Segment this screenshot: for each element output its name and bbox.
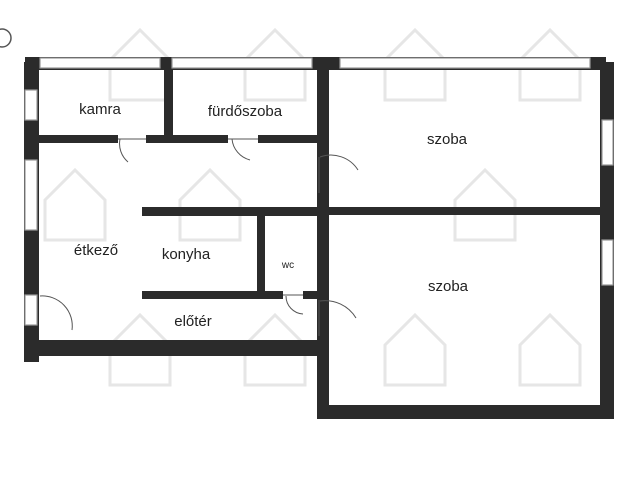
- room-label-eloter: előtér: [174, 313, 212, 330]
- wall: [303, 291, 323, 299]
- watermark-house-icon: [453, 167, 517, 242]
- window: [601, 119, 614, 166]
- wall: [317, 210, 329, 415]
- wall: [146, 135, 228, 143]
- wall: [317, 62, 329, 212]
- window: [601, 239, 614, 286]
- wall: [164, 68, 173, 140]
- watermark-house-icon: [243, 27, 307, 102]
- watermark-house-icon: [243, 312, 307, 387]
- watermark-house-icon: [108, 312, 172, 387]
- room-label-szoba-bottom: szoba: [428, 278, 469, 295]
- room-label-konyha: konyha: [162, 246, 211, 263]
- door: [318, 300, 357, 336]
- door: [228, 138, 258, 161]
- wall: [327, 207, 605, 215]
- window: [24, 89, 38, 121]
- room-label-wc: wc: [281, 260, 294, 271]
- window: [339, 57, 591, 69]
- window: [24, 294, 38, 326]
- wall: [24, 340, 324, 356]
- watermark-house-icon: [43, 167, 107, 242]
- door: [118, 138, 146, 163]
- wall: [38, 135, 118, 143]
- door: [318, 154, 359, 193]
- watermark-house-icon: [518, 312, 582, 387]
- wall: [257, 291, 283, 299]
- wall: [600, 62, 614, 412]
- room-label-furdoszoba: fürdőszoba: [208, 103, 283, 120]
- compass-icon: [0, 28, 12, 48]
- watermark-house-icon: [178, 167, 242, 242]
- window: [24, 159, 38, 231]
- watermark-pattern: [43, 27, 582, 387]
- room-label-etkezo: étkező: [74, 242, 118, 259]
- watermark-house-icon: [383, 312, 447, 387]
- doors: [39, 138, 359, 336]
- wall: [317, 405, 614, 419]
- room-label-kamra: kamra: [79, 101, 121, 118]
- window: [171, 57, 313, 69]
- door: [283, 294, 304, 315]
- window: [39, 57, 161, 69]
- wall: [142, 207, 322, 216]
- wall: [142, 291, 257, 299]
- door: [39, 295, 73, 331]
- watermark-house-icon: [518, 27, 582, 102]
- wall: [257, 214, 265, 299]
- watermark-house-icon: [383, 27, 447, 102]
- wall: [258, 135, 320, 143]
- room-label-szoba-top: szoba: [427, 131, 468, 148]
- windows: [24, 57, 614, 326]
